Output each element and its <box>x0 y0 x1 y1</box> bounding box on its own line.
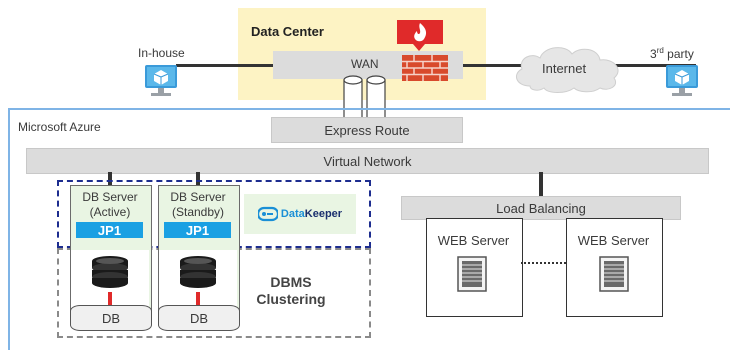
data-center-label: Data Center <box>251 24 324 39</box>
db-disk-standby: DB <box>158 305 240 331</box>
in-house-computer-icon <box>143 64 179 98</box>
load-balancing-bar: Load Balancing <box>401 196 681 220</box>
web-server-1-label: WEB Server <box>437 233 510 248</box>
database-active-icon <box>90 256 130 288</box>
express-route-bar: Express Route <box>271 117 463 143</box>
db-server-standby-label: DB Server(Standby) <box>170 190 226 219</box>
express-route-pipes-icon <box>340 74 390 123</box>
active-db-red-connector <box>108 292 112 306</box>
third-party-computer-icon <box>664 64 700 98</box>
web-server-1-icon <box>457 256 487 292</box>
third-party-label: 3rd party <box>650 46 694 61</box>
internet-label: Internet <box>542 61 587 76</box>
vnet-to-standby-connector <box>196 172 200 187</box>
datakeeper-text-keeper: Keeper <box>304 208 343 220</box>
web-servers-dotted-connector <box>521 262 566 264</box>
standby-db-red-connector <box>196 292 200 306</box>
database-standby-icon <box>178 256 218 288</box>
db-server-active-label: DB Server(Active) <box>82 190 138 219</box>
wan-label: WAN <box>351 57 379 71</box>
fire-alert-icon <box>395 18 445 52</box>
internet-cloud-icon <box>508 42 628 94</box>
firewall-icon <box>402 55 448 81</box>
web-server-2-label: WEB Server <box>577 233 650 248</box>
azure-label: Microsoft Azure <box>18 120 101 134</box>
vnet-to-active-connector <box>108 172 112 187</box>
vnet-to-lb-connector <box>539 172 543 196</box>
in-house-label: In-house <box>138 46 185 60</box>
db-disk-active: DB <box>70 305 152 331</box>
web-server-2-icon <box>599 256 629 292</box>
azure-region <box>8 108 730 350</box>
datakeeper-icon <box>257 205 278 223</box>
jp1-active-badge: JP1 <box>76 222 143 238</box>
virtual-network-bar: Virtual Network <box>26 148 709 174</box>
datakeeper-text-data: Data <box>280 208 305 220</box>
jp1-standby-badge: JP1 <box>164 222 231 238</box>
